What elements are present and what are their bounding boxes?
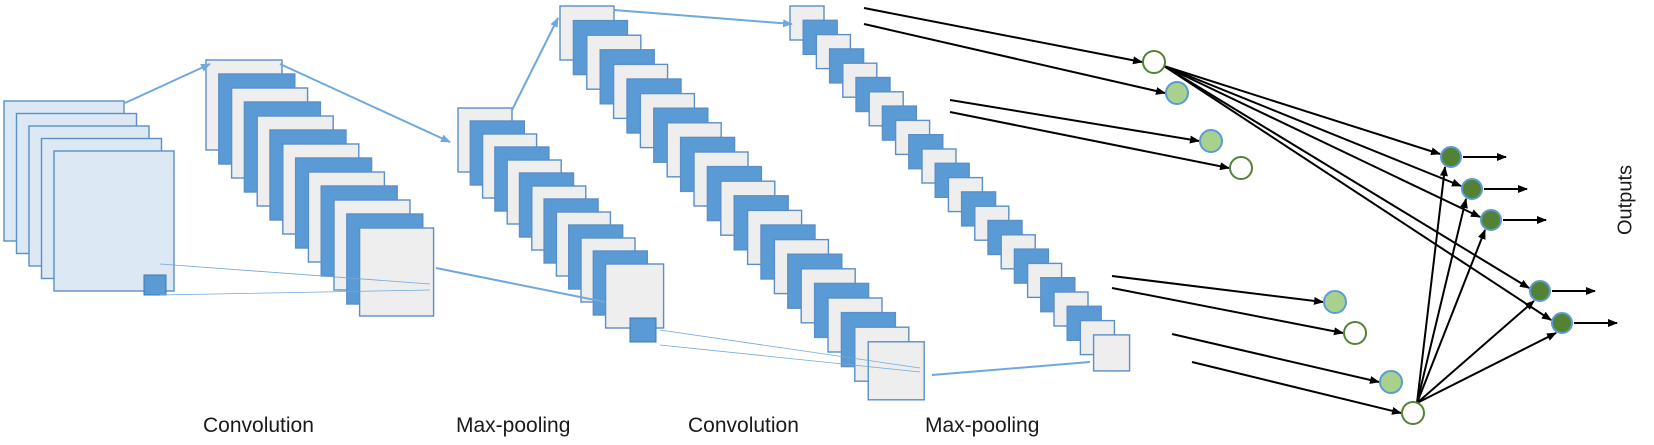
input-maps-map [53, 150, 175, 292]
edge-to-hidden [1111, 287, 1344, 336]
edge-to-output [1416, 332, 1557, 404]
output-node [1551, 312, 1573, 334]
edge-to-hidden [1191, 361, 1402, 415]
input-patch [143, 274, 167, 296]
edge-to-hidden [1111, 275, 1324, 305]
connector-line [159, 263, 431, 285]
edge-to-output [1163, 65, 1481, 218]
label-convolution-1: Convolution [203, 414, 314, 437]
conv2-maps [559, 5, 925, 401]
pool1-maps [457, 107, 665, 329]
edge-to-output [1163, 65, 1462, 187]
connector-line [931, 361, 1091, 376]
connector-line [279, 63, 451, 143]
edge-to-output [1163, 65, 1441, 156]
conv1-maps [205, 59, 435, 317]
connector-line [435, 267, 606, 303]
output-node [1480, 209, 1502, 231]
hidden-node [1142, 50, 1166, 74]
input-maps [3, 100, 175, 292]
output-node [1461, 178, 1483, 200]
conv2-maps-map [867, 341, 925, 401]
edge-to-output [1416, 198, 1468, 404]
edge-to-output [1416, 229, 1486, 404]
pool2-maps-map [1092, 334, 1131, 372]
edge-to-output [1416, 166, 1448, 404]
hidden-node [1199, 129, 1223, 153]
edge-to-output [1163, 65, 1530, 289]
edge-to-output [1163, 65, 1552, 321]
edge-to-hidden [1171, 333, 1380, 384]
output-node [1529, 280, 1551, 302]
label-max-pooling-2: Max-pooling [925, 414, 1040, 437]
edge-to-hidden [949, 111, 1230, 171]
network-edges [863, 7, 1618, 415]
connector-line [124, 63, 211, 104]
connector-line [159, 289, 431, 296]
hidden-node [1379, 370, 1403, 394]
edge-to-hidden [863, 23, 1166, 95]
output-node [1440, 146, 1462, 168]
network-nodes [1142, 50, 1573, 425]
hidden-node [1229, 156, 1253, 180]
stage-connectors [124, 9, 1091, 376]
feature-map-stacks [3, 5, 1131, 401]
connector-line [613, 9, 793, 28]
pool2-maps [789, 5, 1131, 372]
hidden-node [1323, 290, 1347, 314]
label-convolution-2: Convolution [688, 414, 799, 437]
hidden-node [1343, 321, 1367, 345]
conv1-maps-map [358, 227, 435, 317]
label-outputs: Outputs [1614, 164, 1637, 236]
label-max-pooling-1: Max-pooling [456, 414, 571, 437]
edge-to-output [1416, 300, 1535, 404]
connector-line [659, 329, 921, 369]
connector-line [511, 17, 559, 111]
edge-to-hidden [863, 7, 1143, 65]
hidden-node [1165, 81, 1189, 105]
pool1-maps-map [604, 263, 665, 329]
connector-line [659, 344, 921, 373]
edge-to-hidden [949, 99, 1200, 144]
pool1-patch [629, 317, 657, 343]
hidden-node [1401, 401, 1425, 425]
